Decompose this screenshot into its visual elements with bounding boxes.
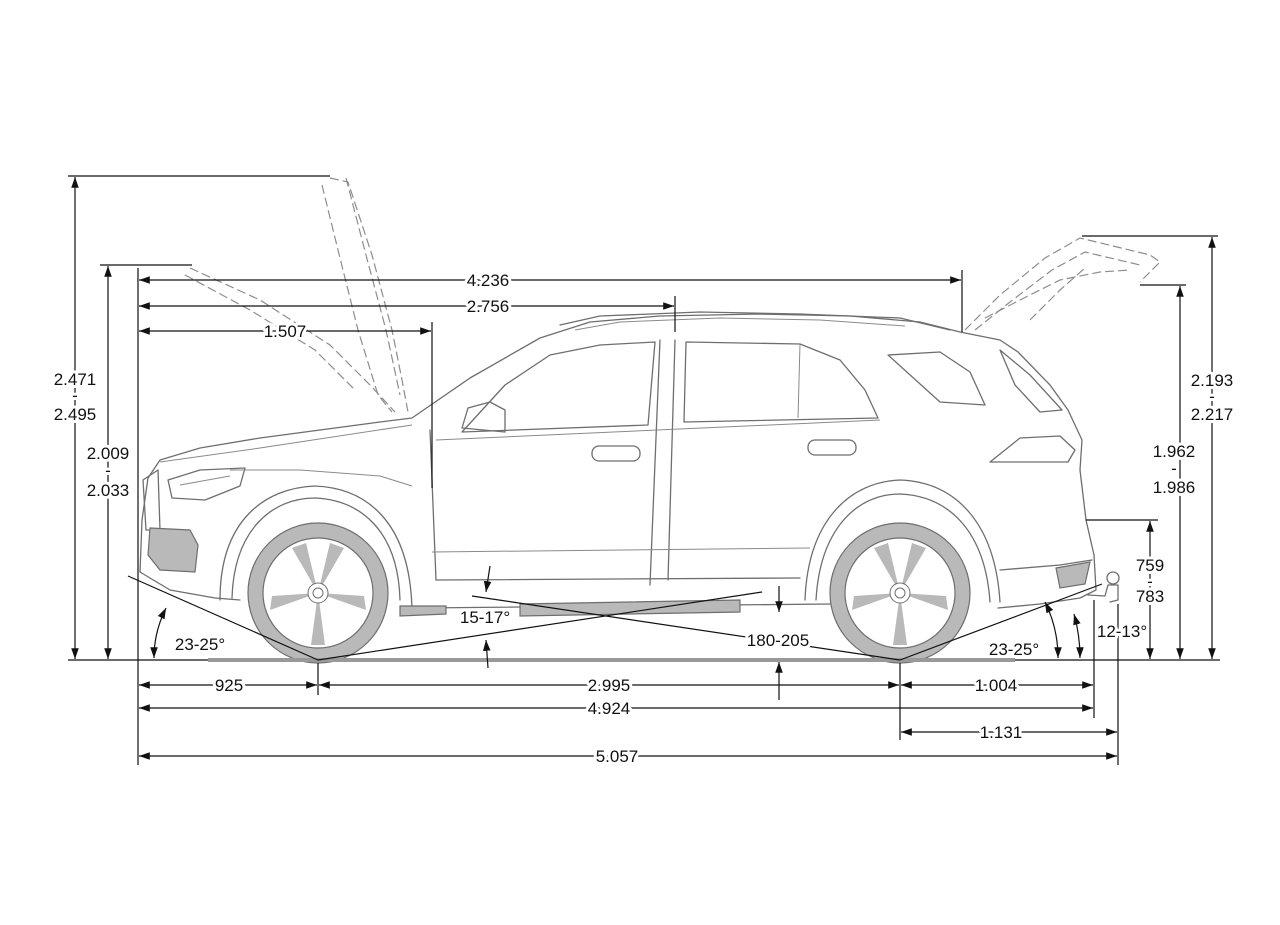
length-to-pillar-label: 2.756 <box>467 297 510 316</box>
vehicle-side-view <box>139 177 1161 664</box>
front-overhang-label: 925 <box>215 676 243 695</box>
front-wheel <box>247 522 389 664</box>
height-vehicle-top-label: 2.009 <box>87 444 130 463</box>
approach-angle-label: 23-25° <box>175 635 225 654</box>
height-tailgate-lip-dash-label: - <box>1171 459 1177 478</box>
dimension-arrows <box>71 177 1216 760</box>
length-to-tailgate-label: 4.236 <box>467 271 510 290</box>
ground-clearance-label: 180-205 <box>747 631 809 650</box>
height-tailgate-open-top-label: 2.193 <box>1191 371 1234 390</box>
reference-lines <box>68 175 1220 765</box>
height-vehicle-dash-label: - <box>105 461 111 480</box>
overall-length-label: 5.057 <box>596 747 639 766</box>
length-to-hood-label: 1.507 <box>264 322 307 341</box>
front-window <box>461 341 656 433</box>
rear-overhang-label: 1.004 <box>975 676 1018 695</box>
height-tailgate-open-dash-label: - <box>1209 387 1215 406</box>
wheelbase-label: 2.995 <box>588 676 631 695</box>
rear-window <box>683 341 879 423</box>
dimension-labels: 4.236 2.756 1.507 925 2.995 1.004 4.924 … <box>51 268 1237 769</box>
open-hood-outline <box>184 177 409 413</box>
height-hood-open-dash-label: - <box>72 386 78 405</box>
height-hood-open-bottom-label: 2.495 <box>54 405 97 424</box>
loading-sill-dash-label: - <box>1147 572 1153 591</box>
height-tailgate-open-bottom-label: 2.217 <box>1191 405 1234 424</box>
height-tailgate-lip-bottom-label: 1.986 <box>1153 478 1196 497</box>
height-tailgate-lip-top-label: 1.962 <box>1153 442 1196 461</box>
departure-angle-label: 23-25° <box>989 640 1039 659</box>
loading-sill-bottom-label: 783 <box>1136 587 1164 606</box>
breakover-angle-label: 15-17° <box>460 608 510 627</box>
height-hood-open-top-label: 2.471 <box>54 370 97 389</box>
hitch-angle-label: 12-13° <box>1097 622 1147 641</box>
body-length-label: 4.924 <box>588 699 631 718</box>
open-tailgate-outline <box>964 237 1161 331</box>
rear-to-hitch-label: 1.131 <box>980 723 1023 742</box>
height-vehicle-bottom-label: 2.033 <box>87 481 130 500</box>
loading-sill-top-label: 759 <box>1136 556 1164 575</box>
